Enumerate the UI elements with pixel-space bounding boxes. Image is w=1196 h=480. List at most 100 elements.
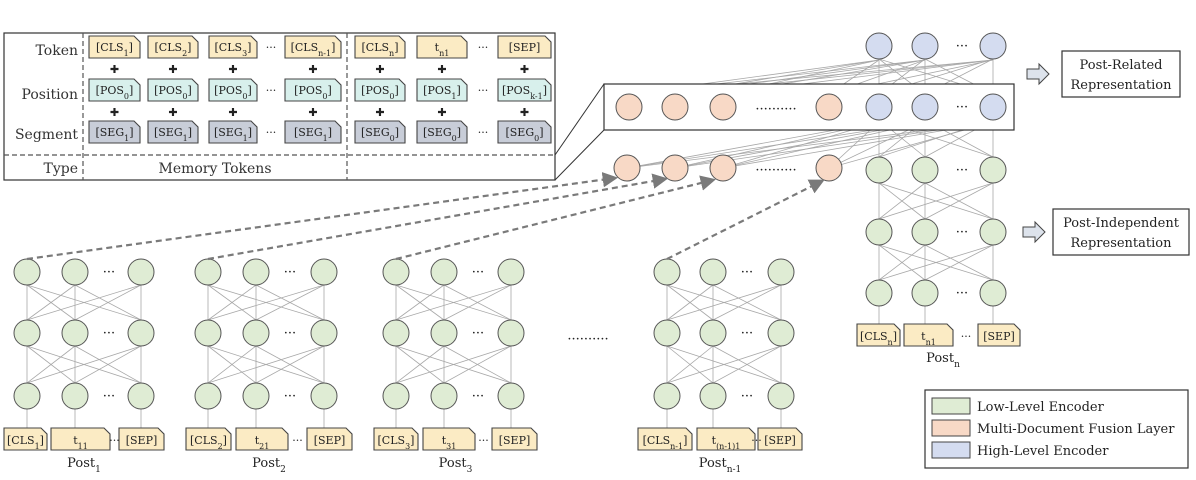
- low-level-node: [497, 319, 525, 347]
- input-token: [SEP]: [983, 330, 1015, 343]
- low-level-node: [127, 319, 155, 347]
- legend-swatch: [931, 419, 971, 437]
- position-embedding-tail: ]: [188, 84, 192, 97]
- segment-embedding-main: [SEG: [214, 126, 243, 139]
- position-embedding-box: [208, 78, 258, 102]
- encoder-edge: [666, 284, 782, 321]
- position-embedding: [POS1]: [423, 84, 461, 101]
- token-embedding: [CLS2]: [155, 41, 192, 58]
- post-tower-2: ·········[CLS2]t21[SEP]···Post2: [185, 258, 353, 475]
- node-ellipsis: ···: [284, 326, 296, 341]
- row-label: Token: [36, 43, 78, 59]
- position-embedding-sub: k-1: [530, 92, 543, 101]
- plus-icon: ✚: [520, 106, 529, 119]
- node-ellipsis: ···: [472, 326, 484, 341]
- token-ellipsis: ···: [961, 330, 972, 343]
- output-label: Representation: [1070, 236, 1172, 251]
- segment-embedding-box: [88, 120, 141, 144]
- token-embedding-sub: 1: [124, 49, 129, 58]
- segment-embedding-tail: ]: [129, 126, 133, 139]
- legend-label: Low-Level Encoder: [977, 400, 1105, 415]
- low-level-node: [497, 258, 525, 286]
- token-embedding: [CLS1]: [96, 41, 133, 58]
- input-token: [SEP]: [764, 434, 796, 447]
- plus-icon: ✚: [110, 106, 119, 119]
- plus-icon: ✚: [308, 63, 317, 76]
- low-level-node: [865, 218, 893, 246]
- position-embedding-box: [497, 78, 552, 102]
- input-token-main: [CLS: [378, 434, 406, 447]
- position-embedding-box: [354, 78, 406, 102]
- node-ellipsis: ···: [956, 39, 968, 54]
- encoder-edge: [26, 284, 76, 321]
- low-level-node: [13, 319, 41, 347]
- encoder-edge: [878, 244, 994, 281]
- input-token-tail: ]: [223, 434, 227, 447]
- low-level-node: [430, 382, 458, 410]
- position-embedding-main: [POS: [154, 84, 182, 97]
- encoder-edge: [443, 284, 512, 321]
- input-token-tail: ]: [893, 330, 897, 343]
- post-label-sub: n: [954, 360, 960, 370]
- input-token-box: [757, 427, 803, 451]
- encoder-edge: [74, 284, 142, 321]
- node-ellipsis: ···: [741, 389, 753, 404]
- plus-icon: ✚: [375, 106, 384, 119]
- input-token-main: [CLS: [7, 434, 35, 447]
- low-level-node: [699, 319, 727, 347]
- encoder-edge: [207, 284, 257, 321]
- low-level-node: [979, 279, 1007, 307]
- position-embedding-sub: 0: [389, 92, 394, 101]
- input-token-box: [185, 427, 232, 451]
- token-embedding-tail: ]: [247, 41, 251, 54]
- input-token-sub: 31: [446, 442, 456, 451]
- token-embedding-box: [88, 35, 141, 59]
- input-token-main: t: [255, 434, 260, 447]
- node-ellipsis: ···: [284, 389, 296, 404]
- segment-embedding-tail: ]: [395, 126, 399, 139]
- low-level-node: [242, 258, 270, 286]
- position-embedding-box: [88, 78, 141, 102]
- segment-embedding-tail: ]: [248, 126, 252, 139]
- high-level-node: [979, 32, 1007, 60]
- input-token-tail: ]: [410, 434, 414, 447]
- post-label-main: Post: [439, 456, 468, 471]
- low-level-node: [61, 382, 89, 410]
- token-embedding-box: [416, 35, 468, 59]
- output-label: Post-Independent: [1063, 216, 1180, 231]
- token-embedding-box: [354, 35, 406, 59]
- plus-icon: ✚: [110, 63, 119, 76]
- token-ellipsis: ···: [478, 434, 489, 447]
- row-label: Position: [22, 87, 79, 103]
- fusion-ellipsis: ··········: [755, 102, 796, 117]
- low-level-node: [865, 279, 893, 307]
- high-level-node: [979, 93, 1007, 121]
- segment-embedding-box: [497, 120, 552, 144]
- token-embedding-sub: 3: [242, 49, 247, 58]
- encoder-edge: [924, 244, 994, 281]
- token-embedding-main: [CLS: [155, 41, 183, 54]
- position-embedding-tail: ]: [129, 84, 133, 97]
- output-box: [1061, 50, 1181, 98]
- token-embedding-box: [208, 35, 258, 59]
- position-embedding-main: [POS: [96, 84, 124, 97]
- encoder-edge: [26, 345, 76, 384]
- plus-icon: ✚: [520, 63, 529, 76]
- token-embedding: [CLS3]: [215, 41, 252, 58]
- column-ellipsis: ···: [478, 126, 489, 139]
- node-ellipsis: ···: [284, 265, 296, 280]
- node-ellipsis: ···: [103, 389, 115, 404]
- token-embedding-sub: n1: [439, 49, 449, 58]
- memory-node: [661, 154, 689, 182]
- plus-icon: ✚: [168, 106, 177, 119]
- zoom-line: [554, 83, 605, 156]
- post-tower-1: ·········[CLS1]t11[SEP]···Post1: [3, 258, 165, 475]
- encoder-edge: [924, 182, 994, 220]
- encoder-edge: [878, 244, 926, 281]
- legend-label: High-Level Encoder: [977, 444, 1109, 459]
- input-token-box: [903, 323, 954, 347]
- encoder-edge: [395, 345, 512, 384]
- position-embedding-main: [POS: [214, 84, 242, 97]
- high-level-node: [911, 32, 939, 60]
- encoder-edge: [395, 284, 512, 321]
